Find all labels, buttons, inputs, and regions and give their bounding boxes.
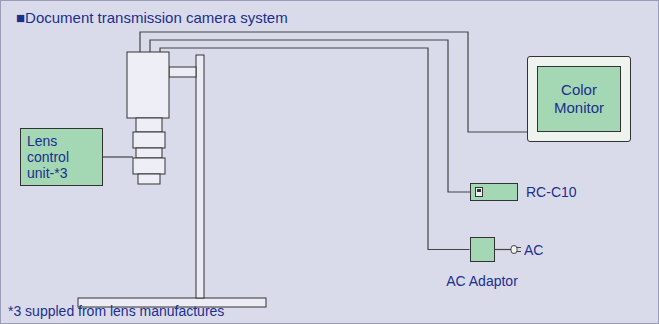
lens-mount — [136, 118, 162, 132]
node-label: Color Monitor — [541, 81, 617, 117]
node-label: Lens control unit-*3 — [27, 133, 96, 181]
monitor-box: Color Monitor — [527, 56, 631, 142]
stand-pole — [196, 55, 204, 298]
lens-ring — [133, 132, 165, 148]
remote-control-unit — [470, 183, 518, 201]
footnote: *3 suppled from lens manufactures — [8, 303, 224, 319]
monitor-cable — [140, 32, 527, 132]
node-label: RC-C10 — [526, 184, 577, 200]
ac-adaptor-unit — [470, 237, 495, 262]
lens-ring — [136, 148, 162, 158]
wires — [103, 32, 527, 254]
stand-arm — [169, 67, 196, 77]
ac-cord — [495, 249, 512, 250]
node-label: AC Adaptor — [446, 273, 518, 289]
ac-adaptor-box: AC Adaptor — [432, 237, 532, 289]
diagram-title: ■Document transmission camera system — [16, 9, 288, 27]
power-cable — [160, 48, 470, 250]
lens-ring — [133, 158, 165, 174]
lens-front — [138, 174, 160, 184]
plug-prongs — [517, 248, 521, 252]
plug-body — [511, 246, 517, 254]
power-source-label: AC — [524, 242, 543, 258]
remote-control-box: RC-C10 — [470, 183, 577, 201]
camera-body — [127, 52, 169, 118]
lens-cable — [103, 156, 133, 157]
remote-dot — [477, 189, 481, 192]
monitor-screen: Color Monitor — [537, 66, 621, 132]
lens-control-box: Lens control unit-*3 — [20, 128, 103, 186]
remote-cable — [150, 40, 470, 192]
